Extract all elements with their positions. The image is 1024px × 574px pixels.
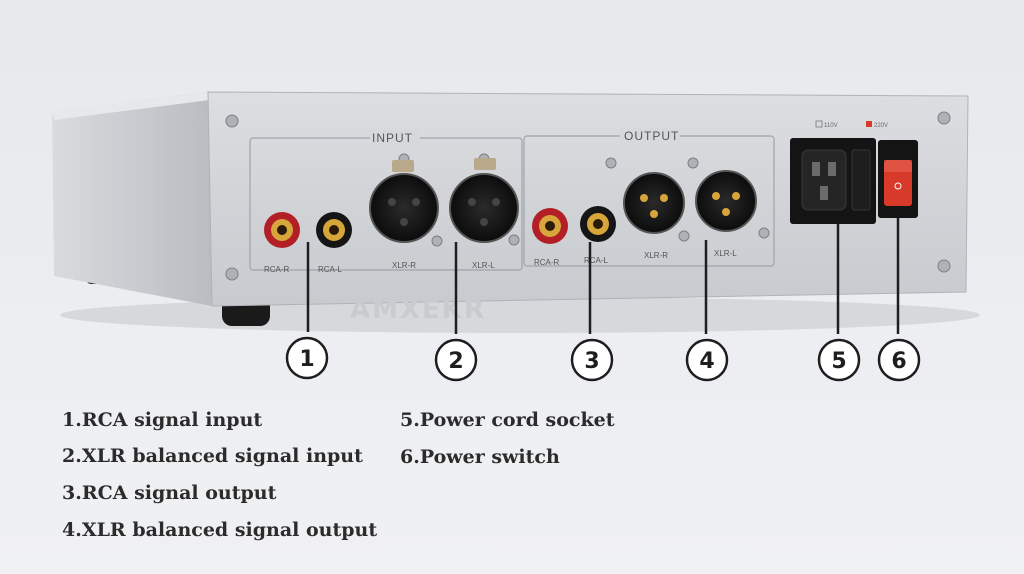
legend-item-3: 3.RCA signal output (62, 482, 277, 504)
output-rca-r-jack[interactable] (532, 208, 568, 244)
input-port-label-xlr-r: XLR-R (392, 261, 416, 270)
watermark-text: AMXEKR (350, 295, 486, 325)
input-port-label-rca-l: RCA-L (318, 265, 343, 274)
callout-3: 3 (570, 338, 614, 382)
legend-item-6: 6.Power switch (400, 446, 560, 468)
output-port-label-xlr-r: XLR-R (644, 251, 668, 260)
input-rca-l-jack[interactable] (316, 212, 352, 248)
rear-panel (207, 91, 969, 307)
output-port-label-xlr-l: XLR-L (714, 249, 737, 258)
callout-3-number: 3 (584, 349, 599, 374)
voltage-110-label: 110V (824, 123, 838, 129)
callout-2: 2 (434, 338, 478, 382)
output-port-label-rca-r: RCA-R (534, 258, 560, 267)
input-xlr-r-jack[interactable] (369, 160, 439, 243)
callout-2-number: 2 (448, 349, 463, 374)
input-xlr-l-jack[interactable] (449, 158, 519, 243)
legend-item-4: 4.XLR balanced signal output (62, 519, 378, 541)
input-port-label-xlr-l: XLR-L (472, 261, 495, 270)
callout-6-number: 6 (891, 349, 906, 374)
callout-1: 1 (285, 336, 329, 380)
power-switch[interactable] (878, 140, 918, 218)
input-section-label: INPUT (372, 131, 413, 145)
power-cord-socket[interactable] (790, 138, 876, 224)
callout-1-number: 1 (299, 347, 314, 372)
output-port-label-rca-l: RCA-L (584, 256, 609, 265)
callout-4-number: 4 (699, 349, 714, 374)
legend-item-1: 1.RCA signal input (62, 409, 263, 431)
output-xlr-l-jack[interactable] (695, 170, 757, 232)
input-rca-r-jack[interactable] (264, 212, 300, 248)
output-section-label: OUTPUT (624, 129, 679, 143)
output-xlr-r-jack[interactable] (623, 172, 685, 234)
legend-item-5: 5.Power cord socket (400, 409, 615, 431)
callout-5-number: 5 (831, 349, 846, 374)
output-rca-l-jack[interactable] (580, 206, 616, 242)
voltage-220-label: 220V (874, 123, 888, 129)
input-port-label-rca-r: RCA-R (264, 265, 290, 274)
callout-5: 5 (817, 338, 861, 382)
callout-lines (306, 218, 900, 334)
panel-screws (225, 111, 951, 281)
legend-item-2: 2.XLR balanced signal input (62, 445, 363, 467)
chassis-side (52, 92, 212, 306)
callout-6: 6 (877, 338, 921, 382)
callout-4: 4 (685, 338, 729, 382)
